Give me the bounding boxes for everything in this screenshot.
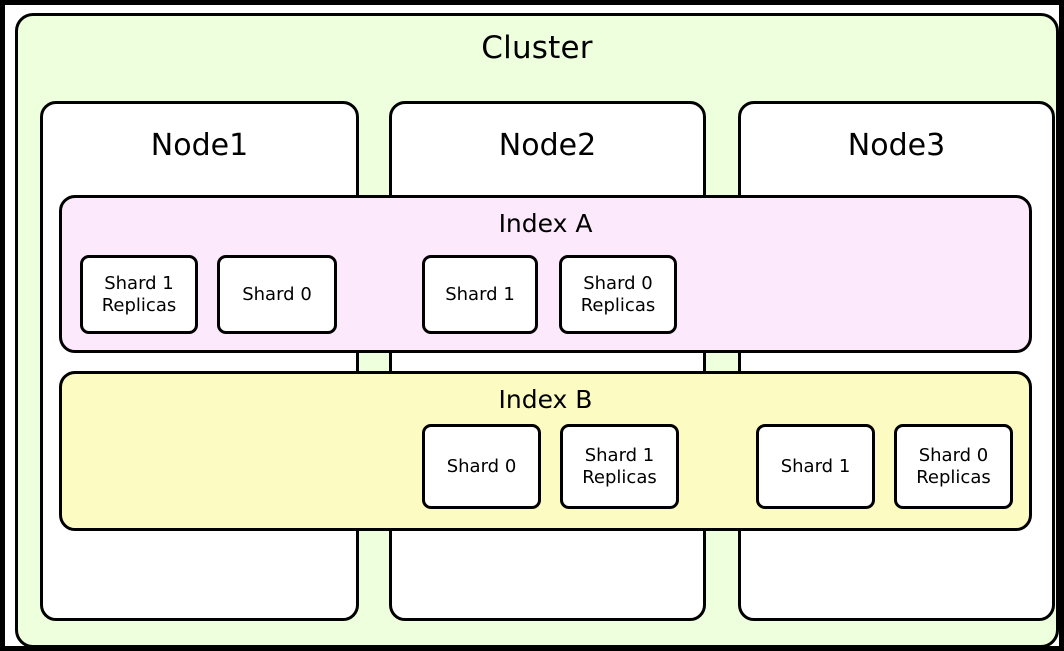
shard-box-b-node3-shard1: Shard 1 xyxy=(756,424,875,509)
shard-box-b-node3-shard0-replicas: Shard 0 Replicas xyxy=(894,424,1013,509)
shard-box-a-node2-shard1: Shard 1 xyxy=(422,255,538,334)
index-band-b: Index B Shard 0 Shard 1 Replicas Shard 1… xyxy=(59,371,1032,531)
index-a-title: Index A xyxy=(498,209,593,238)
shard-box-a-node1-shard0: Shard 0 xyxy=(217,255,337,334)
cluster-title: Cluster xyxy=(481,30,593,66)
node-box-node1: Node1 xyxy=(40,101,359,621)
node-label-node3: Node3 xyxy=(847,128,946,163)
node-label-node2: Node2 xyxy=(498,128,597,163)
index-b-title: Index B xyxy=(498,385,593,414)
index-band-a: Index A Shard 1 Replicas Shard 0 Shard 1… xyxy=(59,195,1032,353)
shard-box-a-node2-shard0-replicas: Shard 0 Replicas xyxy=(559,255,677,334)
shard-box-b-node2-shard1-replicas: Shard 1 Replicas xyxy=(560,424,679,509)
shard-box-b-node2-shard0: Shard 0 xyxy=(422,424,541,509)
shard-box-a-node1-shard1-replicas: Shard 1 Replicas xyxy=(80,255,198,334)
node-box-node3: Node3 https://sudo-minz.tistory.com xyxy=(738,101,1055,621)
cluster-container: Cluster Node1 Node2 Node3 https://sudo-m… xyxy=(15,13,1059,646)
node-box-node2: Node2 xyxy=(389,101,706,621)
node-label-node1: Node1 xyxy=(150,128,249,163)
